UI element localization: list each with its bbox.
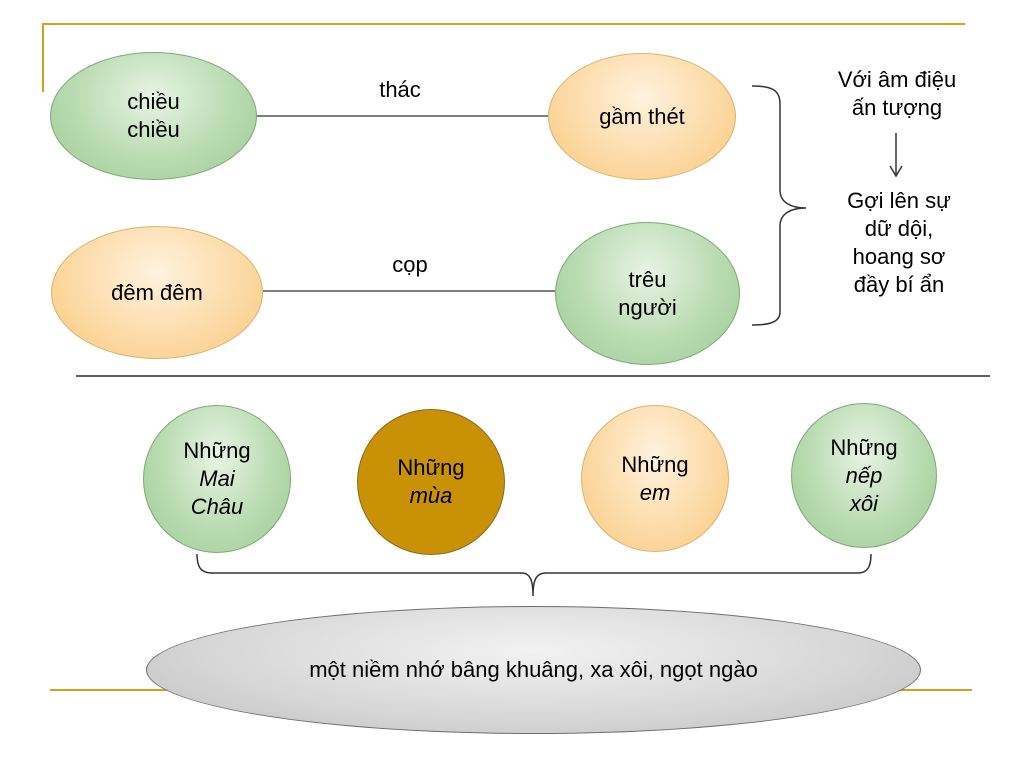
connector-label-thac: thác bbox=[379, 77, 421, 102]
note-tone: Với âm điệu ấn tượng bbox=[808, 66, 986, 122]
right-brace bbox=[751, 85, 807, 326]
oval-text-line: trêu bbox=[628, 266, 667, 292]
circle-italic: xôi bbox=[849, 490, 879, 516]
circle-lead: Những bbox=[621, 451, 689, 477]
circle-mua: Những mùa bbox=[357, 409, 505, 555]
note-line: Gợi lên sự bbox=[847, 188, 951, 213]
oval-text: đêm đêm bbox=[111, 279, 203, 305]
summary-ellipse: một niềm nhớ bâng khuâng, xa xôi, ngọt n… bbox=[146, 606, 921, 734]
oval-chieu-chieu: chiều chiều bbox=[50, 52, 257, 180]
summary-text: một niềm nhớ bâng khuâng, xa xôi, ngọt n… bbox=[309, 657, 758, 682]
circle-italic: em bbox=[639, 479, 671, 505]
oval-dem-dem: đêm đêm bbox=[51, 226, 263, 359]
bottom-brace bbox=[196, 553, 872, 597]
circle-italic: nếp bbox=[845, 462, 883, 488]
oval-text-line: người bbox=[618, 294, 677, 320]
circle-mai-chau: Những Mai Châu bbox=[143, 405, 291, 553]
note-line: dữ dội, bbox=[864, 216, 934, 241]
oval-treu-nguoi: trêu người bbox=[555, 222, 740, 365]
note-effect: Gợi lên sự dữ dội, hoang sơ đầy bí ẩn bbox=[824, 187, 974, 299]
circle-italic: mùa bbox=[409, 483, 453, 508]
oval-text-line: chiều bbox=[127, 117, 180, 142]
note-line: ấn tượng bbox=[851, 95, 943, 120]
note-line: đầy bí ẩn bbox=[853, 272, 945, 297]
circle-lead: Những bbox=[183, 438, 251, 463]
circle-lead: Những bbox=[397, 455, 465, 480]
circle-lead: Những bbox=[830, 434, 898, 460]
connector-label-cop: cọp bbox=[392, 252, 428, 277]
oval-gam-thet: gầm thét bbox=[548, 53, 736, 180]
circle-italic: Mai bbox=[199, 466, 235, 491]
circle-nep-xoi: Những nếp xôi bbox=[791, 403, 937, 548]
oval-text: gầm thét bbox=[599, 103, 685, 129]
circle-italic: Châu bbox=[190, 494, 244, 519]
note-line: hoang sơ bbox=[852, 244, 946, 269]
note-line: Với âm điệu bbox=[837, 67, 957, 92]
circle-em: Những em bbox=[581, 405, 729, 552]
oval-text-line: chiều bbox=[127, 89, 180, 114]
